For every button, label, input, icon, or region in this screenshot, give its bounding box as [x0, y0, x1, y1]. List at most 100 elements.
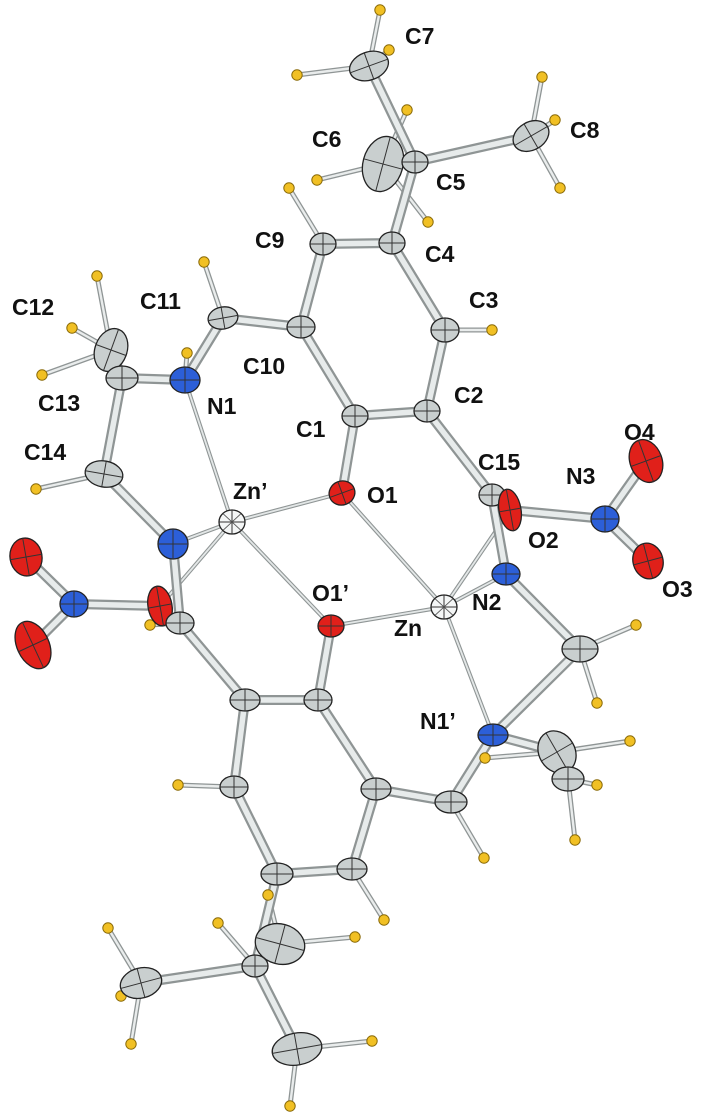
carbon-atom	[537, 730, 577, 774]
hydrogen-atom	[283, 182, 295, 194]
label-c3: C3	[469, 287, 498, 313]
oxygen-atom	[497, 488, 523, 532]
carbon-atom	[430, 317, 460, 343]
hydrogen-atom	[554, 182, 566, 194]
label-n1-prime: N1’	[420, 708, 456, 734]
label-o2: O2	[528, 527, 559, 553]
carbon-atom	[119, 966, 163, 1000]
coordination-bond-highlight	[443, 606, 494, 736]
covalent-bond-highlight	[298, 324, 358, 419]
oxygen-atom	[9, 537, 43, 577]
hydrogen-atom	[291, 69, 303, 81]
label-c6: C6	[312, 126, 341, 152]
hydrogen-atom	[479, 752, 491, 764]
carbon-atom	[348, 50, 390, 82]
oxygen-atom	[328, 480, 356, 506]
ellipsoid-axis	[101, 461, 107, 487]
ellipsoid-axis	[274, 924, 286, 964]
nitrogen-atom	[59, 590, 89, 618]
hydrogen-atom	[422, 216, 434, 228]
label-c7: C7	[405, 23, 434, 49]
hydrogen-atoms	[30, 4, 642, 1112]
hydrogen-atom	[144, 619, 156, 631]
covalent-bond-highlight	[412, 133, 534, 165]
label-zn: Zn	[394, 615, 422, 641]
nitrogen-atom	[590, 505, 620, 533]
label-c9: C9	[255, 227, 284, 253]
carbon-atom	[93, 327, 129, 373]
hydrogen-atom	[198, 256, 210, 268]
hydrogen-atom	[172, 779, 184, 791]
label-c2: C2	[454, 382, 483, 408]
ellipsoid-axis	[22, 538, 30, 576]
carbon-atom	[512, 119, 550, 153]
zinc-coordination-bonds	[158, 378, 512, 737]
covalent-bond-highlight	[231, 784, 280, 877]
heavy-atoms	[9, 50, 664, 1066]
ellipsoid-axis	[21, 622, 45, 668]
carbon-atom	[219, 775, 249, 799]
carbon-atom	[413, 399, 441, 423]
hydrogen-atom	[624, 735, 636, 747]
label-c14: C14	[24, 439, 66, 465]
hydrogen-atom	[536, 71, 548, 83]
covalent-bond-highlight	[507, 507, 608, 522]
label-o3: O3	[662, 576, 693, 602]
hydrogen-atom	[630, 619, 642, 631]
carbon-atom	[260, 862, 294, 886]
carbon-atom	[286, 315, 316, 339]
label-n2: N2	[472, 589, 501, 615]
ellipsoid-axis	[136, 968, 146, 998]
hydrogen-atom	[125, 1038, 137, 1050]
covalent-bond-highlight	[448, 732, 496, 805]
covalent-bond-highlight	[490, 646, 583, 738]
carbon-atom	[341, 404, 369, 428]
hydrogen-atom	[181, 347, 193, 359]
hydrogen-atom	[311, 174, 323, 186]
label-c12: C12	[12, 294, 54, 320]
hydrogen-atom	[66, 322, 78, 334]
carbon-atom	[241, 954, 269, 978]
carbon-atom	[84, 460, 124, 488]
hydrogen-atom	[212, 917, 224, 929]
oxygen-atom	[632, 542, 664, 580]
hydrogen-atom	[91, 270, 103, 282]
covalent-bond-highlight	[231, 697, 248, 790]
carbon-atom	[105, 365, 139, 391]
carbon-atom	[229, 688, 261, 712]
hydrogen-atom	[36, 369, 48, 381]
carbon-atom	[551, 766, 585, 792]
hydrogen-atom	[478, 852, 490, 864]
hydrogen-atom	[349, 931, 361, 943]
coordination-bond-highlight	[231, 492, 343, 523]
covalent-bond-highlight	[339, 413, 358, 496]
covalent-bond-highlight	[315, 697, 379, 792]
carbon-atom	[378, 231, 406, 255]
hydrogen-atom	[549, 114, 561, 126]
hydrogen-atom	[591, 779, 603, 791]
ellipsoid-axis	[222, 513, 242, 531]
coordination-bond-highlight	[184, 379, 233, 523]
covalent-bond-highlight	[298, 241, 326, 330]
covalent-bond-highlight	[489, 492, 509, 577]
ellipsoid-axis	[293, 1033, 301, 1065]
coordination-bond-highlight	[330, 606, 445, 627]
ellipsoid-axis	[103, 329, 119, 371]
hydrogen-atom	[486, 324, 498, 336]
hydrogen-atom	[383, 44, 395, 56]
hydrogen-atom	[378, 914, 390, 926]
carbon-atom	[336, 857, 368, 881]
covalent-bond-highlight	[349, 786, 379, 872]
ellipsoid-axis	[638, 440, 654, 482]
carbon-atom	[207, 306, 239, 330]
carbon-atom	[561, 635, 599, 663]
hydrogen-atom	[401, 104, 413, 116]
zinc-atom	[430, 594, 458, 620]
covalent-bond-highlight	[424, 408, 495, 498]
hydrogen-atom	[591, 697, 603, 709]
coordination-bond-highlight	[231, 521, 332, 627]
ellipsoid-axis	[523, 123, 539, 149]
label-n3: N3	[566, 463, 595, 489]
label-c1: C1	[296, 416, 326, 442]
